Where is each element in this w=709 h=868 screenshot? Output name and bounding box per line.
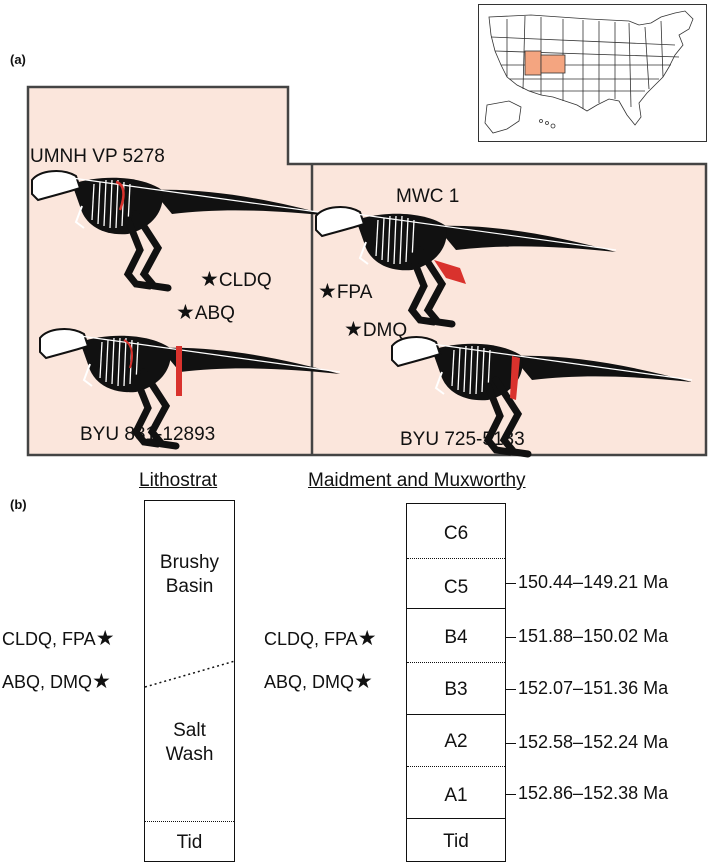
star-icon: ★ (357, 627, 377, 650)
maidment-marker-lower: ABQ, DMQ★ (264, 670, 373, 693)
us-map-icon (484, 10, 694, 134)
panel-a-label: (a) (10, 52, 26, 67)
site-abq: ★ABQ (176, 301, 235, 324)
maidment-column: C6 C5 B4 B3 A2 A1 Tid (406, 503, 506, 862)
age-tick (506, 637, 516, 638)
c6-c5-boundary (407, 558, 505, 559)
age-a1: 152.86–152.38 Ma (518, 783, 669, 803)
lithostrat-marker-upper: CLDQ, FPA★ (2, 627, 115, 650)
age-b3: 152.07–151.36 Ma (518, 678, 669, 698)
lithostrat-marker-lower: ABQ, DMQ★ (2, 670, 111, 693)
age-tick (506, 794, 516, 795)
unit-c5: C5 (443, 577, 469, 598)
star-icon: ★ (354, 670, 373, 693)
b4-b3-boundary (407, 662, 505, 663)
age-tick (506, 583, 516, 584)
unit-salt-wash: Salt Wash (165, 720, 214, 765)
us-map-inset (478, 4, 707, 142)
specimen-umnh-label: UMNH VP 5278 (30, 146, 165, 167)
specimen-byu881-label: BYU 881-12893 (80, 424, 216, 445)
unit-brushy-basin: Brushy Basin (159, 552, 220, 597)
a-tid-boundary (407, 818, 505, 819)
site-cldq: ★CLDQ (200, 268, 272, 291)
lithostrat-column: Brushy Basin Salt Wash Tid (144, 500, 236, 862)
star-icon: ★ (92, 670, 111, 693)
unit-tid-right: Tid (443, 831, 469, 852)
maidment-title: Maidment and Muxworthy (308, 470, 526, 491)
star-icon: ★ (95, 627, 115, 650)
age-tick (506, 743, 516, 744)
specimen-byu725-label: BYU 725-5133 (400, 429, 525, 450)
unit-b3: B3 (444, 679, 468, 700)
star-icon: ★ (318, 280, 337, 303)
skeleton-drawings (0, 0, 709, 460)
lithostrat-title: Lithostrat (139, 470, 218, 491)
tid-boundary (145, 821, 234, 822)
age-tick (506, 689, 516, 690)
age-c5: 150.44–149.21 Ma (518, 572, 669, 592)
site-fpa: ★FPA (318, 280, 373, 303)
panel-b-label: (b) (10, 497, 27, 512)
age-b4: 151.88–150.02 Ma (518, 626, 669, 646)
site-dmq: ★DMQ (344, 318, 408, 341)
unit-c6: C6 (443, 523, 469, 544)
specimen-mwc-label: MWC 1 (396, 186, 460, 207)
c-b-boundary (407, 608, 505, 609)
b-a-boundary (407, 714, 505, 715)
unit-tid: Tid (176, 832, 203, 853)
a2-a1-boundary (407, 766, 505, 767)
unit-b4: B4 (444, 627, 468, 648)
star-icon: ★ (176, 301, 195, 324)
unit-a1: A1 (444, 785, 468, 806)
unit-a2: A2 (444, 731, 468, 752)
star-icon: ★ (344, 318, 363, 341)
contact-line (144, 660, 236, 688)
maidment-marker-upper: CLDQ, FPA★ (264, 627, 377, 650)
star-icon: ★ (200, 268, 219, 291)
age-a2: 152.58–152.24 Ma (518, 732, 669, 752)
